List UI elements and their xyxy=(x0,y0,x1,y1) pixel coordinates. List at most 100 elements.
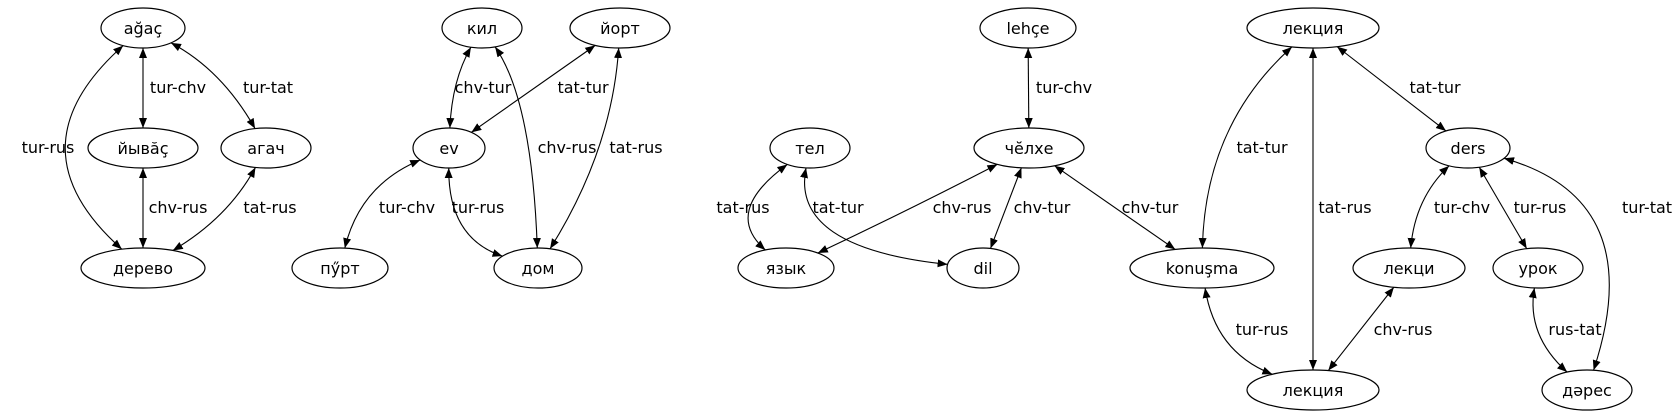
node-label: ağaç xyxy=(124,19,163,38)
node-tel: тел xyxy=(769,127,851,169)
node-label: дом xyxy=(522,259,555,278)
edge-ders-lekci xyxy=(1407,165,1450,249)
edge-label: chv-rus xyxy=(933,198,992,217)
node-yivas: йывăç xyxy=(87,127,199,169)
edge-konusma-lekciya2 xyxy=(1202,287,1273,375)
edge-label: tat-rus xyxy=(243,198,296,217)
edge-lekciya1-konusma xyxy=(1198,46,1293,249)
node-ellipse xyxy=(87,127,199,169)
node-derevo: дерево xyxy=(80,247,206,289)
node-ders: ders xyxy=(1425,127,1511,169)
node-lekciya1: лекция xyxy=(1246,7,1380,49)
edge-yort-dom xyxy=(549,47,623,250)
node-ellipse xyxy=(1425,127,1511,169)
edge-ev-dom xyxy=(444,167,503,257)
node-ellipse xyxy=(291,247,389,289)
edge-label: chv-rus xyxy=(538,138,597,157)
edge-label: tur-chv xyxy=(1036,78,1092,97)
node-ev: ev xyxy=(412,127,486,169)
node-label: ev xyxy=(439,139,458,158)
node-ellipse xyxy=(1352,247,1466,289)
node-label: лекция xyxy=(1283,381,1344,400)
edge-label: tur-rus xyxy=(1514,198,1567,217)
node-label: лекция xyxy=(1283,19,1344,38)
node-ellipse xyxy=(979,7,1077,49)
node-dil: dil xyxy=(946,247,1020,289)
edge-label: chv-rus xyxy=(1374,320,1433,339)
node-purt: пӳрт xyxy=(291,247,389,289)
node-label: тел xyxy=(795,139,824,158)
node-ellipse xyxy=(946,247,1020,289)
edge-label: chv-tur xyxy=(1122,198,1179,217)
node-label: lehçe xyxy=(1006,19,1049,38)
node-label: konuşma xyxy=(1166,259,1239,278)
node-ellipse xyxy=(737,247,835,289)
edge-chelhe-yazyk xyxy=(817,163,998,254)
edge-label: tur-rus xyxy=(452,198,505,217)
node-ellipse xyxy=(1492,247,1584,289)
edge-label: tat-rus xyxy=(716,198,769,217)
edge-label: tat-rus xyxy=(1318,198,1371,217)
edge-label: chv-tur xyxy=(455,78,512,97)
node-ellipse xyxy=(569,7,671,49)
edge-label: tat-tur xyxy=(557,78,609,97)
node-label: урок xyxy=(1518,259,1557,278)
edge-label: tur-rus xyxy=(22,138,75,157)
edge-label: tur-tat xyxy=(243,78,293,97)
node-ellipse xyxy=(973,127,1085,169)
node-label: лекци xyxy=(1383,259,1434,278)
node-kil: кил xyxy=(441,7,523,49)
node-label: пӳрт xyxy=(320,259,359,278)
node-label: кил xyxy=(467,19,497,38)
edge-kil-dom xyxy=(494,46,541,249)
node-yazyk: язык xyxy=(737,247,835,289)
node-konusma: konuşma xyxy=(1129,247,1275,289)
node-ellipse xyxy=(1541,369,1633,411)
edge-lehce-chelhe xyxy=(1024,47,1033,129)
edge-chelhe-konusma xyxy=(1054,165,1176,250)
edge-agac-agach xyxy=(170,42,256,129)
node-ellipse xyxy=(1246,369,1380,411)
node-urok: урок xyxy=(1492,247,1584,289)
edge-ev-purt xyxy=(343,159,421,249)
node-ellipse xyxy=(769,127,851,169)
edge-ders-deres xyxy=(1503,157,1610,371)
node-lekci: лекци xyxy=(1352,247,1466,289)
node-label: йывăç xyxy=(117,139,168,158)
edge-label: tat-tur xyxy=(812,198,864,217)
edge-label: chv-tur xyxy=(1014,198,1071,217)
edge-lekciya1-ders xyxy=(1336,46,1447,132)
edge-lekci-lekciya2 xyxy=(1327,286,1395,371)
node-label: ders xyxy=(1451,139,1486,158)
node-deres: дәрес xyxy=(1541,369,1633,411)
node-label: дәрес xyxy=(1562,381,1612,400)
edge-label: tat-tur xyxy=(1409,78,1461,97)
edge-label: tur-chv xyxy=(150,78,206,97)
node-agach: агач xyxy=(220,127,312,169)
edge-label: tur-chv xyxy=(1434,198,1490,217)
node-label: чĕлхе xyxy=(1005,139,1054,158)
node-ellipse xyxy=(412,127,486,169)
edge-kil-ev xyxy=(446,46,472,129)
node-ellipse xyxy=(441,7,523,49)
node-lehce: lehçe xyxy=(979,7,1077,49)
edge-label: rus-tat xyxy=(1548,320,1601,339)
edge-agach-derevo xyxy=(172,167,256,251)
node-label: dil xyxy=(973,259,992,278)
node-lekciya2: лекция xyxy=(1246,369,1380,411)
node-ellipse xyxy=(1246,7,1380,49)
node-chelhe: чĕлхе xyxy=(973,127,1085,169)
node-label: йорт xyxy=(600,19,640,38)
node-ellipse xyxy=(493,247,583,289)
node-agac: ağaç xyxy=(100,7,186,49)
edge-label: tat-tur xyxy=(1236,138,1288,157)
node-label: язык xyxy=(766,259,807,278)
edge-tel-yazyk xyxy=(747,164,788,251)
node-yort: йорт xyxy=(569,7,671,49)
edge-chelhe-dil xyxy=(989,167,1022,249)
edge-label: tur-chv xyxy=(379,198,435,217)
node-label: агач xyxy=(247,139,284,158)
node-ellipse xyxy=(220,127,312,169)
node-ellipse xyxy=(100,7,186,49)
